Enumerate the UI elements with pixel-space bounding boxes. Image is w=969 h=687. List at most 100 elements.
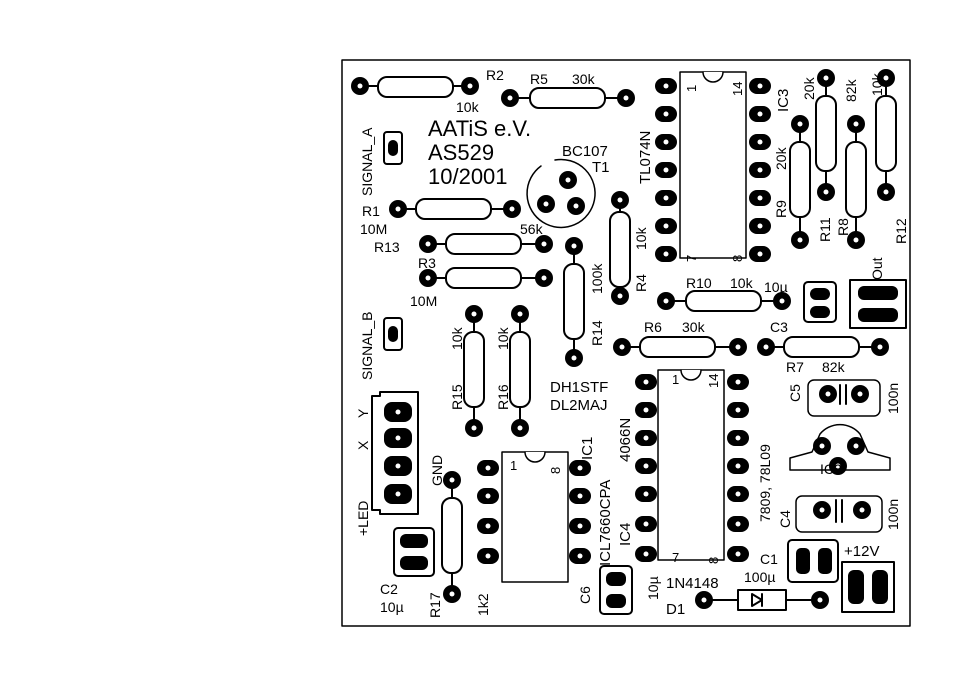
- title-line1: AATiS e.V.: [428, 116, 531, 141]
- r4-label: R4: [633, 274, 649, 292]
- r4-value: 10k: [633, 226, 649, 250]
- resistor-r4-body: [609, 191, 631, 305]
- plus12v-label: +12V: [844, 543, 879, 560]
- ic1-package: [635, 369, 749, 562]
- ic2-label: IC2: [820, 461, 842, 477]
- r10-value: 10k: [730, 275, 754, 291]
- r14-value: 100k: [589, 263, 605, 294]
- r6-label: R6: [644, 319, 662, 335]
- ic1-pin8: 8: [706, 557, 721, 564]
- r17-value: 1k2: [475, 593, 491, 616]
- c5-label: C5: [787, 384, 803, 402]
- c2-label: C2: [380, 581, 398, 597]
- r12-value: 10k: [869, 72, 885, 96]
- resistor-r12-body: [875, 69, 897, 201]
- r8-value: 82k: [843, 78, 859, 102]
- d1-label: D1: [666, 601, 685, 618]
- capacitor-c3: [803, 281, 837, 323]
- resistor-r7-body: [757, 336, 889, 358]
- r8-label: R8: [835, 218, 851, 236]
- ic3-pin7: 7: [684, 255, 699, 262]
- r17-label: R17: [427, 592, 443, 618]
- ic3-pin8: 8: [730, 255, 745, 262]
- ic1-type: 4066N: [617, 418, 634, 462]
- resistor-r13-body: [419, 233, 553, 255]
- r5-value: 30k: [572, 71, 596, 87]
- r15-label: R15: [449, 384, 465, 410]
- capacitor-c2: [393, 527, 435, 577]
- r11-value: 20k: [801, 76, 817, 100]
- resistor-r9-body: [789, 115, 811, 249]
- c5-value: 100n: [885, 383, 901, 414]
- connector-led-xy: [371, 391, 419, 515]
- r2-label: R2: [486, 67, 504, 83]
- ic4-pin8: 8: [548, 467, 563, 474]
- c3-value: 10µ: [764, 279, 788, 295]
- ic4-pin1: 1: [510, 458, 517, 473]
- r6-value: 30k: [682, 319, 706, 335]
- ic1-pin14: 14: [706, 374, 721, 388]
- c4-value: 100n: [885, 499, 901, 530]
- led-label: +LED: [355, 501, 371, 536]
- resistor-r1-body: [389, 198, 521, 220]
- regulator-ic2: [789, 423, 891, 475]
- c4-label: C4: [777, 510, 793, 528]
- c6-label: C6: [577, 586, 593, 604]
- signal-a-label: SIGNAL_A: [359, 127, 375, 196]
- connector-12v: [841, 561, 895, 613]
- t1-label: T1: [592, 159, 610, 176]
- gnd-label: GND: [429, 455, 445, 486]
- r1-label: R1: [362, 203, 380, 219]
- connector-signal-a: [383, 131, 403, 165]
- resistor-r17-body: [441, 471, 463, 603]
- ic1-label: IC1: [579, 437, 596, 460]
- r10-label: R10: [686, 275, 712, 291]
- ic2-type: 7809, 78L09: [757, 444, 773, 522]
- connector-signal-b: [383, 317, 403, 351]
- r3-label: R3: [418, 255, 436, 271]
- resistor-r2-body: [351, 76, 479, 98]
- ic1-pin1: 1: [672, 372, 679, 387]
- capacitor-c5: [807, 379, 881, 417]
- r9-label: R9: [773, 200, 789, 218]
- r1-value: 10M: [360, 221, 387, 237]
- y-label: Y: [355, 408, 371, 418]
- ic4-package: [477, 451, 591, 583]
- x-label: X: [355, 440, 371, 450]
- r13-value: 56k: [520, 221, 544, 237]
- ic3-package: [655, 71, 771, 262]
- resistor-r16-body: [509, 305, 531, 437]
- c3-label: C3: [770, 319, 788, 335]
- ic1-pin7: 7: [672, 550, 679, 565]
- out-label: Out: [869, 257, 885, 280]
- title-line3: 10/2001: [428, 164, 508, 189]
- ic4-type: ICL7660CPA: [597, 480, 614, 566]
- r3-value: 10M: [410, 293, 437, 309]
- r14-label: R14: [589, 320, 605, 346]
- r11-label: R11: [817, 217, 833, 242]
- connector-out: [849, 279, 907, 329]
- resistor-r8-body: [845, 115, 867, 249]
- r16-label: R16: [495, 384, 511, 410]
- r16-value: 10k: [495, 326, 511, 350]
- ic4-label: IC4: [617, 523, 634, 546]
- capacitor-c1: [787, 539, 839, 583]
- r7-label: R7: [786, 359, 804, 375]
- ic3-pin14: 14: [730, 82, 745, 96]
- transistor-t1: [526, 158, 596, 229]
- resistor-r11-body: [815, 69, 837, 201]
- r2-value: 10k: [456, 99, 480, 115]
- r9-value: 20k: [773, 146, 789, 170]
- signal-b-label: SIGNAL_B: [359, 312, 375, 380]
- r15-value: 10k: [449, 326, 465, 350]
- ic3-pin1: 1: [684, 85, 699, 92]
- c2-value: 10µ: [380, 599, 404, 615]
- board-outline: [341, 59, 911, 627]
- t1-type: BC107: [562, 143, 608, 160]
- c1-value: 100µ: [744, 569, 775, 585]
- resistor-r14-body: [563, 237, 585, 367]
- d1-type: 1N4148: [666, 575, 719, 592]
- c1-label: C1: [760, 551, 778, 567]
- c6-value: 10µ: [645, 576, 661, 600]
